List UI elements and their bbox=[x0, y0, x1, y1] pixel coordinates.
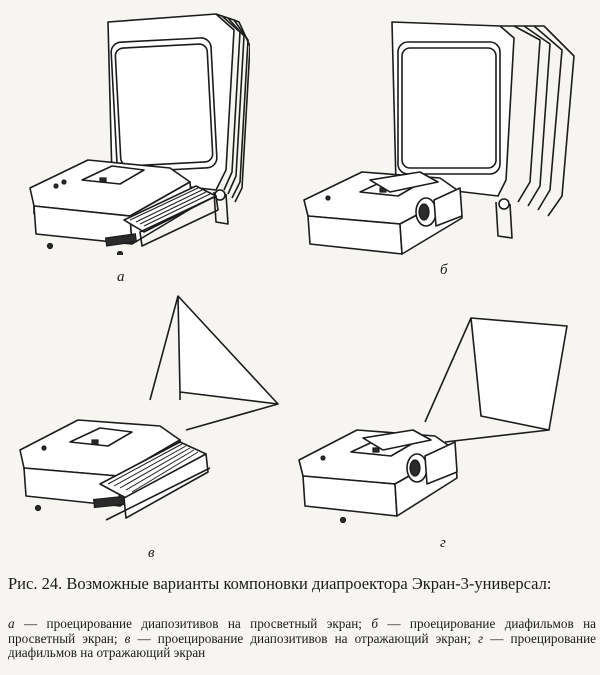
legend-letter-v: в bbox=[124, 630, 131, 646]
figure-label-v: в bbox=[148, 545, 155, 561]
legend-text-b: — проецирование диафильмов на просветный… bbox=[8, 616, 596, 646]
legend-text-g: — проецирование диафильмов на отражающий… bbox=[8, 630, 596, 660]
figure-g-projector-filmstrip-reflective-screen bbox=[295, 312, 585, 537]
legend-text-a: — проецирование диапозитивов на просветн… bbox=[14, 616, 372, 631]
figure-a-projector-slides-translucent-screen bbox=[20, 10, 250, 255]
projector-body bbox=[29, 159, 193, 255]
translucent-screen-hood bbox=[107, 13, 250, 225]
legend-letter-a: а bbox=[8, 616, 15, 631]
figure-caption-legend: а — проецирование диапозитивов на просве… bbox=[8, 616, 596, 661]
legend-letter-b: б bbox=[371, 616, 378, 631]
legend-letter-g: г bbox=[477, 630, 484, 646]
filmstrip-attachment bbox=[369, 171, 463, 227]
legend-text-v: — проецирование диапозитивов на отражающ… bbox=[130, 630, 478, 646]
reflective-screen bbox=[149, 295, 279, 431]
figure-v-projector-slides-reflective-screen bbox=[10, 292, 290, 532]
slide-magazine bbox=[104, 185, 219, 247]
figure-b-projector-filmstrip-translucent-screen bbox=[300, 12, 580, 257]
filmstrip-attachment bbox=[362, 429, 458, 485]
figure-label-g: г bbox=[440, 535, 446, 551]
figure-caption-title: Рис. 24. Возможные варианты компоновки д… bbox=[8, 574, 552, 593]
slide-magazine bbox=[92, 441, 211, 521]
figure-label-b: б bbox=[440, 262, 448, 278]
reflective-screen bbox=[424, 317, 568, 443]
figure-label-a: а bbox=[117, 269, 125, 285]
